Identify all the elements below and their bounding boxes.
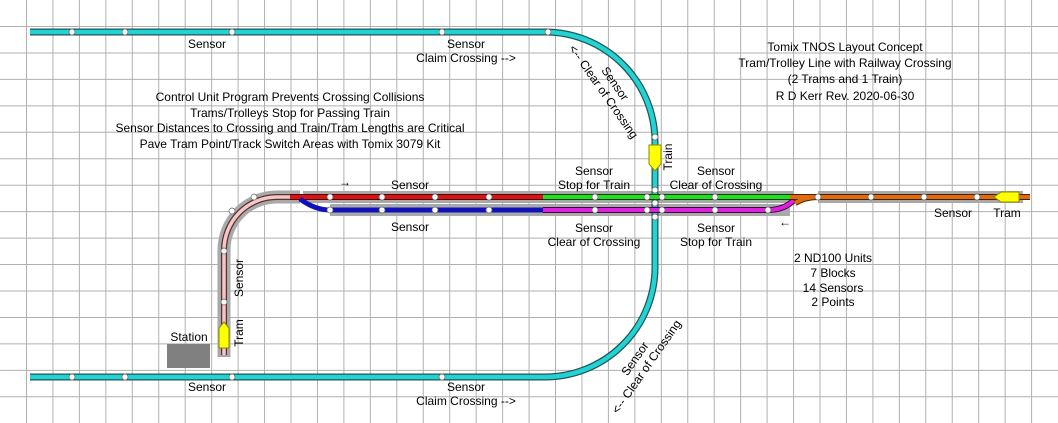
- tram-label: Tram: [993, 206, 1021, 220]
- sensor-dot: [431, 193, 439, 201]
- sensor-dot: [228, 207, 236, 215]
- sensor-label: Sensor: [447, 37, 485, 51]
- tram-tracks: [221, 194, 1030, 355]
- sensor-label: Sensor: [188, 380, 226, 394]
- sensor-dot: [591, 193, 599, 201]
- sensor-points: [68, 28, 981, 381]
- summary-line: 2 Points: [811, 295, 854, 309]
- direction-arrow-left: ←: [779, 215, 791, 229]
- tram-vehicle-station: [218, 321, 230, 349]
- summary-line: 2 ND100 Units: [794, 251, 872, 265]
- sensor-dot: [643, 206, 651, 214]
- sensor-label: Sensor: [232, 259, 246, 297]
- sensor-dot: [438, 28, 446, 36]
- notes: Control Unit Program Prevents Crossing C…: [115, 90, 464, 151]
- tram-vehicle-right: [993, 191, 1020, 203]
- sensor-dot: [658, 193, 666, 201]
- sensor-label: Sensor: [391, 220, 429, 234]
- note-line: Pave Tram Point/Track Switch Areas with …: [140, 137, 441, 151]
- sensor-dot: [973, 193, 981, 201]
- sensor-dot: [378, 193, 386, 201]
- stop-for-train-label: Stop for Train: [680, 235, 752, 249]
- sensor-dot: [326, 206, 334, 214]
- sensor-dot: [228, 373, 236, 381]
- station-building: [167, 344, 210, 368]
- train-vehicle: [648, 144, 662, 172]
- station-tram-track-fill: [222, 195, 300, 355]
- sensor-dot: [711, 206, 719, 214]
- summary-line: 7 Blocks: [810, 266, 855, 280]
- sensor-label: Sensor: [697, 164, 735, 178]
- sensor-dot: [228, 28, 236, 36]
- sensor-dot: [220, 298, 228, 306]
- title-line: Tram/Trolley Line with Railway Crossing: [738, 56, 951, 70]
- sensor-label: Sensor: [575, 164, 613, 178]
- claim-crossing-label: Claim Crossing -->: [416, 51, 516, 65]
- sensor-dot: [438, 373, 446, 381]
- sensor-dot: [651, 199, 659, 207]
- sensor-dot: [121, 28, 129, 36]
- claim-crossing-label: Claim Crossing -->: [416, 394, 516, 408]
- sensor-dot: [326, 193, 334, 201]
- sensor-label: Sensor: [934, 206, 972, 220]
- tram-label: Tram: [232, 319, 246, 347]
- clear-of-crossing-label: Clear of Crossing: [670, 178, 763, 192]
- sensor-dot: [651, 186, 659, 194]
- sensor-dot: [867, 193, 875, 201]
- station-label: Station: [170, 330, 207, 344]
- sensor-dot: [250, 193, 258, 201]
- sensor-dot: [814, 193, 822, 201]
- stop-for-train-label: Stop for Train: [558, 178, 630, 192]
- direction-arrow-right: →: [339, 175, 351, 189]
- sensor-dot: [68, 373, 76, 381]
- sensor-label: Sensor: [575, 221, 613, 235]
- title-line: Tomix TNOS Layout Concept: [767, 40, 923, 54]
- sensor-dot: [220, 247, 228, 255]
- sensor-dot: [764, 206, 772, 214]
- sensor-label: Sensor: [447, 380, 485, 394]
- sensor-label: Sensor: [391, 178, 429, 192]
- sensor-dot: [920, 193, 928, 201]
- sensor-dot: [591, 206, 599, 214]
- title-line: R D Kerr Rev. 2020-06-30: [776, 89, 915, 103]
- sensor-dot: [651, 213, 659, 221]
- sensor-dot: [485, 193, 493, 201]
- note-line: Sensor Distances to Crossing and Train/T…: [115, 121, 464, 135]
- note-line: Trams/Trolleys Stop for Passing Train: [190, 106, 390, 120]
- summary-line: 14 Sensors: [803, 281, 864, 295]
- sensor-dot: [658, 206, 666, 214]
- sensor-dot: [485, 206, 493, 214]
- train-label: Train: [661, 144, 675, 171]
- sensor-dot: [711, 193, 719, 201]
- title-line: (2 Trams and 1 Train): [788, 72, 903, 86]
- sensor-dot: [651, 133, 659, 141]
- sensor-dot: [431, 206, 439, 214]
- sensor-dot: [378, 206, 386, 214]
- title-block: Tomix TNOS Layout Concept Tram/Trolley L…: [738, 40, 951, 103]
- sensor-label: Sensor: [188, 37, 226, 51]
- sensor-dot: [121, 373, 129, 381]
- sensor-dot: [643, 193, 651, 201]
- note-line: Control Unit Program Prevents Crossing C…: [156, 90, 425, 104]
- sensor-dot: [68, 28, 76, 36]
- sensor-dot: [544, 28, 552, 36]
- clear-of-crossing-label: Clear of Crossing: [548, 235, 641, 249]
- summary: 2 ND100 Units 7 Blocks 14 Sensors 2 Poin…: [794, 251, 872, 309]
- sensor-label: Sensor: [697, 221, 735, 235]
